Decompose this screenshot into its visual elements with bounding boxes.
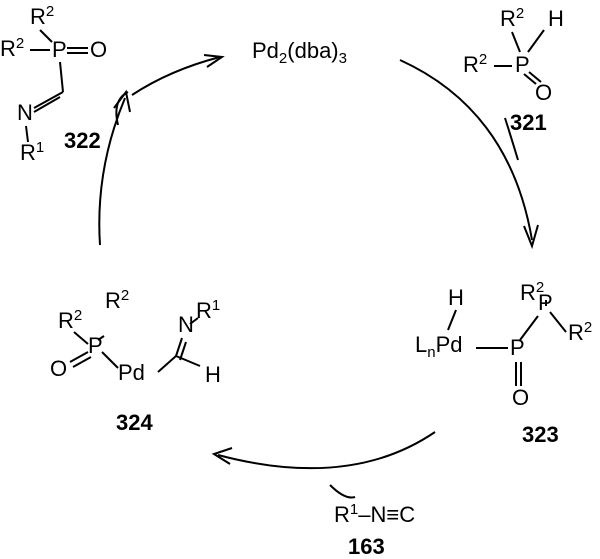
arrowhead-top-right <box>523 224 539 250</box>
svg-text:O: O <box>50 356 67 381</box>
compound-324: R2 R2 P O Pd N R1 H 324 <box>50 287 221 435</box>
svg-text:R2: R2 <box>58 307 82 333</box>
arrow-top-right <box>399 59 533 241</box>
svg-text:O: O <box>535 80 552 105</box>
svg-text:R1–N≡C: R1–N≡C <box>334 501 415 527</box>
label-324: 324 <box>116 410 153 435</box>
arrowhead-bottom <box>211 447 233 465</box>
compound-322: R2 R2 P O N R1 322 <box>0 3 107 165</box>
compound-323: H LnPd P P R2 R2 O 323 <box>415 279 592 447</box>
svg-text:Pd2(dba)3: Pd2(dba)3 <box>252 38 347 67</box>
product-exit-322 <box>115 91 129 126</box>
svg-text:R2: R2 <box>500 5 524 31</box>
label-323: 323 <box>522 422 559 447</box>
cycle-arrows <box>98 54 539 499</box>
svg-text:H: H <box>205 362 221 387</box>
svg-text:N: N <box>17 100 33 125</box>
svg-text:R2: R2 <box>0 35 24 61</box>
arrow-bottom <box>217 431 436 470</box>
svg-text:R2: R2 <box>520 279 544 305</box>
label-321: 321 <box>510 110 547 135</box>
svg-text:P: P <box>88 333 103 358</box>
svg-text:R1: R1 <box>20 139 44 165</box>
svg-text:H: H <box>548 6 564 31</box>
svg-text:P: P <box>52 37 67 62</box>
reagent-entry-163 <box>329 484 356 499</box>
label-322: 322 <box>64 128 101 153</box>
svg-text:P: P <box>515 52 530 77</box>
svg-text:LnPd: LnPd <box>415 332 463 361</box>
svg-text:R2: R2 <box>568 319 592 345</box>
svg-text:R1: R1 <box>196 297 220 323</box>
svg-text:O: O <box>90 37 107 62</box>
substrate-entry-321 <box>504 117 519 161</box>
arrow-left <box>98 97 126 246</box>
compound-321: R2 H R2 P O 321 <box>463 5 564 135</box>
label-163: 163 <box>348 534 385 559</box>
svg-text:R2: R2 <box>30 3 54 29</box>
svg-text:Pd: Pd <box>118 360 145 385</box>
svg-text:N: N <box>178 312 194 337</box>
svg-text:P: P <box>510 335 525 360</box>
arrow-top-left <box>131 56 221 96</box>
svg-text:R2: R2 <box>105 287 129 313</box>
svg-text:H: H <box>448 285 464 310</box>
compound-163: R1–N≡C 163 <box>334 501 415 559</box>
svg-text:O: O <box>512 385 529 410</box>
svg-text:R2: R2 <box>463 51 487 77</box>
arrowhead-top-left <box>203 54 225 68</box>
catalyst-pd2dba3: Pd2(dba)3 <box>252 38 347 67</box>
